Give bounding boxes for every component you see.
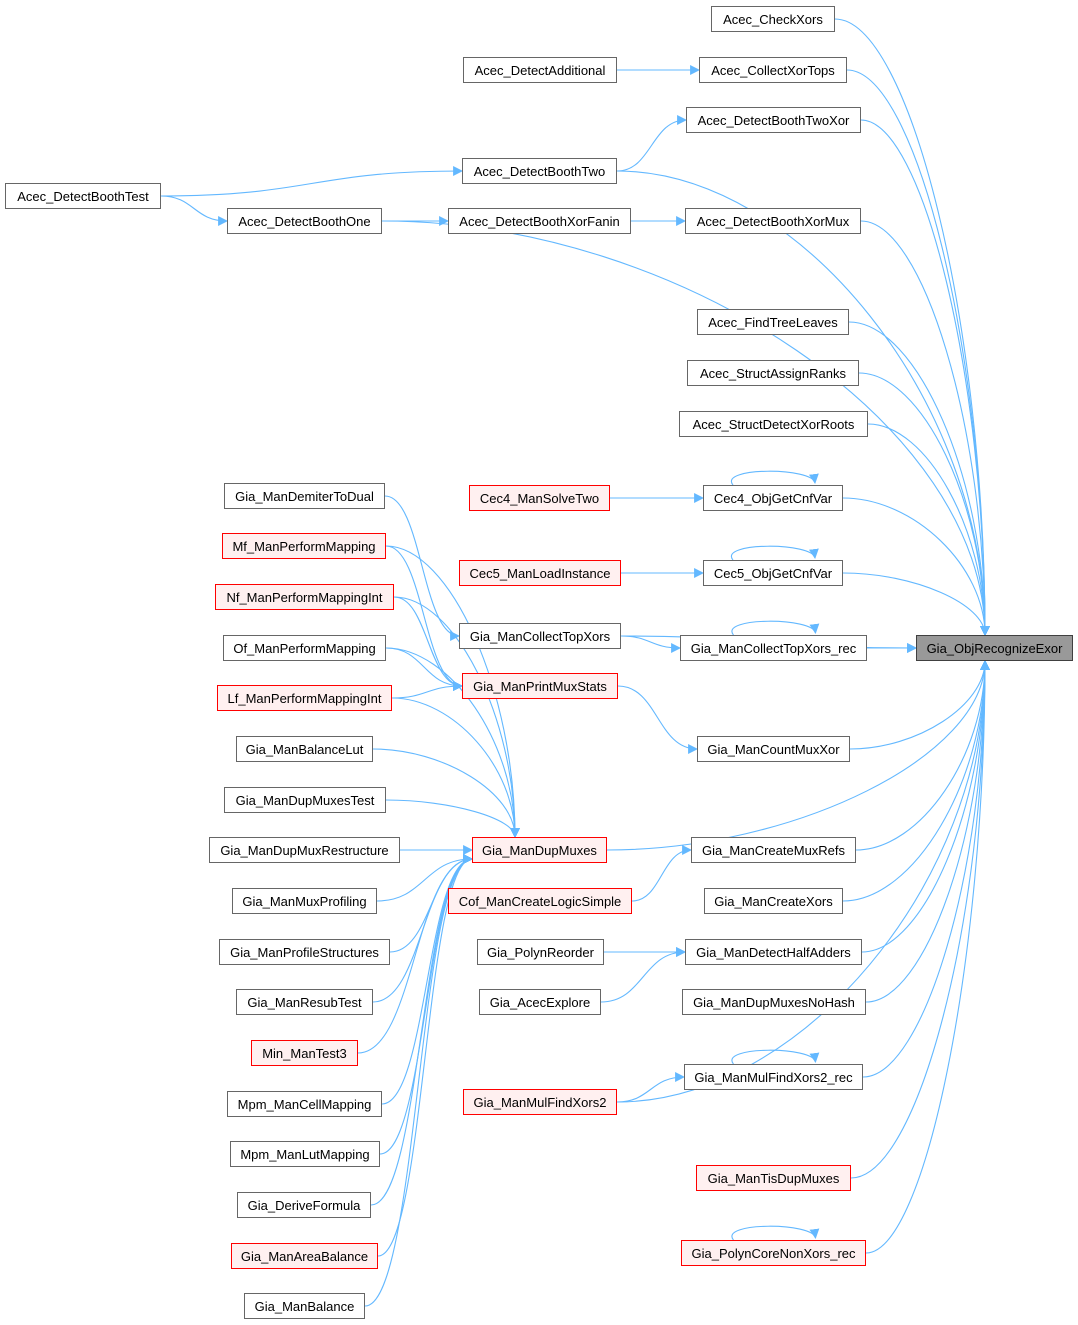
node-boothtwo[interactable]: Acec_DetectBoothTwo [462, 158, 617, 184]
node-cof[interactable]: Cof_ManCreateLogicSimple [448, 888, 632, 914]
edge-mulfind-to-exor [616, 660, 990, 1103]
edge-xormux-to-exor [860, 220, 990, 636]
edge-boothtwoxor-to-exor [860, 119, 990, 636]
node-checkxors[interactable]: Acec_CheckXors [711, 6, 835, 32]
edge-cof-to-createmuxrefs [631, 845, 692, 902]
edge-nf-to-dupmuxes [393, 596, 520, 838]
edge-boothtest-to-boothone [160, 195, 228, 226]
edge-collecttop-to-collecttoprec [620, 635, 681, 653]
edge-printmux-to-countmux [617, 685, 698, 754]
node-dupmuxestest[interactable]: Gia_ManDupMuxesTest [224, 787, 386, 813]
node-of[interactable]: Of_ManPerformMapping [223, 635, 386, 661]
node-acecexplore[interactable]: Gia_AcecExplore [479, 989, 601, 1015]
node-printmux[interactable]: Gia_ManPrintMuxStats [462, 673, 618, 699]
node-areabalance[interactable]: Gia_ManAreaBalance [231, 1243, 378, 1269]
edge-of-to-printmux [385, 647, 463, 691]
node-lf[interactable]: Lf_ManPerformMappingInt [217, 685, 392, 711]
edge-collectxortops-to-exor [846, 69, 990, 636]
edge-lf-to-printmux [391, 681, 463, 699]
node-balancelut[interactable]: Gia_ManBalanceLut [236, 736, 373, 762]
edge-collecttoprec-to-collecttoprec [731, 620, 820, 636]
node-dupmuxrestr[interactable]: Gia_ManDupMuxRestructure [209, 837, 400, 863]
node-boothtwoxor[interactable]: Acec_DetectBoothTwoXor [686, 107, 861, 133]
node-nf[interactable]: Nf_ManPerformMappingInt [215, 584, 394, 610]
edge-mintest3-to-dupmuxes [357, 854, 473, 1054]
node-countmux[interactable]: Gia_ManCountMuxXor [697, 736, 850, 762]
node-mf[interactable]: Mf_ManPerformMapping [222, 533, 386, 559]
edge-acecexplore-to-halfadders [600, 947, 686, 1003]
node-balance[interactable]: Gia_ManBalance [244, 1293, 365, 1319]
node-tisdup[interactable]: Gia_ManTisDupMuxes [696, 1165, 851, 1191]
node-xormux[interactable]: Acec_DetectBoothXorMux [685, 208, 861, 234]
edge-cec5obj-to-exor [842, 572, 990, 636]
node-cec4obj[interactable]: Cec4_ObjGetCnfVar [703, 485, 843, 511]
node-boothtest[interactable]: Acec_DetectBoothTest [5, 183, 161, 209]
edge-deriveformula-to-dupmuxes [370, 854, 473, 1206]
node-mpmlut[interactable]: Mpm_ManLutMapping [230, 1141, 380, 1167]
node-resubtest[interactable]: Gia_ManResubTest [236, 989, 373, 1015]
edge-polyncore-to-polyncore [731, 1225, 820, 1241]
node-cec4solve[interactable]: Cec4_ManSolveTwo [469, 485, 610, 511]
node-cec5obj[interactable]: Cec5_ObjGetCnfVar [703, 560, 843, 586]
node-deriveformula[interactable]: Gia_DeriveFormula [237, 1192, 371, 1218]
node-demiter[interactable]: Gia_ManDemiterToDual [224, 483, 385, 509]
node-createxors[interactable]: Gia_ManCreateXors [704, 888, 843, 914]
node-mulfindrec[interactable]: Gia_ManMulFindXors2_rec [684, 1064, 863, 1090]
node-halfadders[interactable]: Gia_ManDetectHalfAdders [685, 939, 862, 965]
edge-boothtwo-to-boothtwoxor [616, 115, 687, 172]
node-polyncore[interactable]: Gia_PolynCoreNonXors_rec [681, 1240, 866, 1266]
node-collecttop[interactable]: Gia_ManCollectTopXors [459, 623, 621, 649]
node-boothone[interactable]: Acec_DetectBoothOne [227, 208, 382, 234]
edge-assignranks-to-exor [858, 372, 990, 636]
edge-findtreeleaves-to-exor [848, 321, 990, 636]
edge-cec4obj-to-exor [842, 497, 990, 636]
node-assignranks[interactable]: Acec_StructAssignRanks [687, 360, 859, 386]
edge-boothtwo-to-exor [616, 170, 990, 636]
node-detectadditional[interactable]: Acec_DetectAdditional [463, 57, 617, 83]
node-muxprofiling[interactable]: Gia_ManMuxProfiling [232, 888, 377, 914]
edge-detectxorroots-to-exor [867, 423, 990, 636]
edge-mulfindrec-to-mulfindrec [731, 1049, 820, 1065]
edge-dupmuxes-to-exor [606, 660, 990, 851]
edge-areabalance-to-dupmuxes [377, 854, 473, 1257]
node-cec5load[interactable]: Cec5_ManLoadInstance [459, 560, 621, 586]
node-polynreorder[interactable]: Gia_PolynReorder [477, 939, 604, 965]
node-mpmcell[interactable]: Mpm_ManCellMapping [227, 1091, 382, 1117]
edge-cec5obj-to-cec5obj [730, 545, 819, 561]
edge-boothtest-to-boothtwo [160, 166, 463, 197]
edge-countmux-to-exor [849, 660, 990, 750]
edge-of-to-dupmuxes [385, 647, 520, 838]
edge-createxors-to-exor [842, 660, 990, 902]
node-mulfind[interactable]: Gia_ManMulFindXors2 [463, 1089, 617, 1115]
edge-mulfind-to-mulfindrec [616, 1072, 685, 1103]
node-dupmuxesnohash[interactable]: Gia_ManDupMuxesNoHash [682, 989, 866, 1015]
node-detectxorroots[interactable]: Acec_StructDetectXorRoots [679, 411, 868, 437]
edge-polyncore-to-exor [865, 660, 990, 1254]
edge-dupmuxestest-to-dupmuxes [385, 799, 520, 838]
node-mintest3[interactable]: Min_ManTest3 [251, 1040, 358, 1066]
node-xorfanin[interactable]: Acec_DetectBoothXorFanin [448, 208, 631, 234]
node-exor[interactable]: Gia_ObjRecognizeExor [916, 635, 1073, 661]
edge-balance-to-dupmuxes [364, 854, 473, 1307]
edge-demiter-to-collecttop [384, 495, 460, 641]
node-findtreeleaves[interactable]: Acec_FindTreeLeaves [697, 309, 849, 335]
edge-mf-to-printmux [385, 545, 463, 691]
node-dupmuxes[interactable]: Gia_ManDupMuxes [472, 837, 607, 863]
node-collectxortops[interactable]: Acec_CollectXorTops [699, 57, 847, 83]
edge-balancelut-to-dupmuxes [372, 748, 520, 838]
edge-nf-to-printmux [393, 596, 463, 691]
edge-dupmuxesnohash-to-exor [865, 660, 990, 1003]
edge-muxprofiling-to-dupmuxes [376, 854, 473, 902]
edge-tisdup-to-exor [850, 660, 990, 1179]
edge-halfadders-to-exor [861, 660, 990, 953]
node-profilestruct[interactable]: Gia_ManProfileStructures [219, 939, 390, 965]
edge-cec4obj-to-cec4obj [730, 470, 819, 486]
edge-lf-to-dupmuxes [391, 697, 520, 838]
edge-mulfindrec-to-exor [862, 660, 990, 1078]
edge-createmuxrefs-to-exor [855, 660, 990, 851]
node-createmuxrefs[interactable]: Gia_ManCreateMuxRefs [691, 837, 856, 863]
node-collecttoprec[interactable]: Gia_ManCollectTopXors_rec [680, 635, 867, 661]
